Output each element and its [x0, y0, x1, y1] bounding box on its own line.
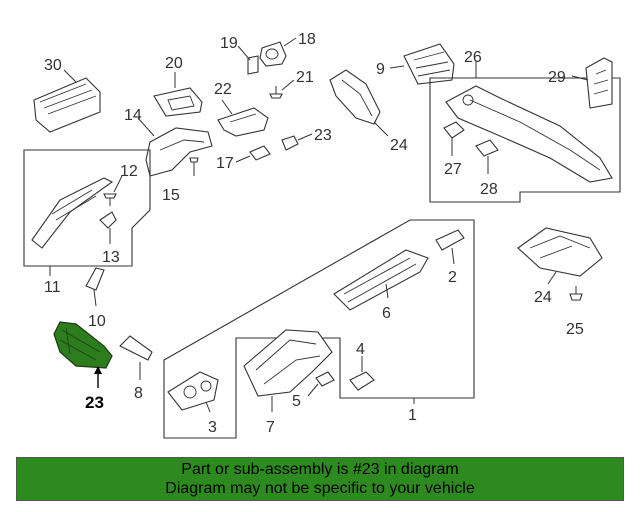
callout-17[interactable]: 22	[214, 81, 232, 98]
callout-4[interactable]: 4	[356, 341, 365, 358]
part-7-shape[interactable]	[243, 329, 333, 397]
callout-18[interactable]: 17	[216, 155, 234, 172]
callout-28[interactable]: 27	[444, 161, 462, 178]
part-26-shape[interactable]	[569, 286, 583, 301]
callout-20[interactable]: 21	[296, 69, 314, 86]
info-banner: Part or sub-assembly is #23 in diagram D…	[16, 457, 624, 501]
callout-14[interactable]: 14	[124, 107, 142, 124]
part-29-shape[interactable]	[475, 139, 499, 157]
callout-19[interactable]: 18	[298, 31, 316, 48]
part-24-shape[interactable]	[329, 69, 381, 125]
callout-6[interactable]: 6	[382, 305, 391, 322]
banner-line-2: Diagram may not be specific to your vehi…	[165, 480, 475, 497]
callout-22[interactable]: 23	[314, 127, 332, 144]
parts-diagram: 30 20 19 18 21 22 23 17 14	[23, 31, 621, 439]
part-28-shape[interactable]	[443, 121, 465, 139]
part-4-shape[interactable]	[349, 371, 375, 391]
part-15-shape[interactable]	[189, 157, 199, 176]
callout-8[interactable]: 8	[134, 385, 143, 402]
part-13-shape[interactable]	[99, 211, 117, 229]
callout-9[interactable]: 9	[376, 61, 385, 78]
part-11-shape[interactable]	[31, 177, 114, 249]
part-25-shape[interactable]	[517, 227, 603, 277]
part-21-shape[interactable]	[247, 55, 259, 75]
callout-5[interactable]: 5	[292, 393, 301, 410]
part-17-shape[interactable]	[217, 107, 269, 137]
part-19-shape[interactable]	[259, 41, 287, 67]
callout-29[interactable]: 28	[480, 181, 498, 198]
part-18-shape[interactable]	[249, 145, 271, 161]
callout-2[interactable]: 2	[448, 269, 457, 286]
callout-10[interactable]: 10	[88, 313, 106, 330]
callout-13[interactable]: 13	[102, 249, 120, 266]
callout-27[interactable]: 26	[464, 49, 482, 66]
group-27-frame	[429, 77, 621, 203]
part-8-shape[interactable]	[119, 335, 153, 361]
callout-21[interactable]: 19	[220, 35, 238, 52]
part-10-shape[interactable]	[85, 267, 105, 291]
group-11-frame	[23, 149, 151, 267]
part-6-shape[interactable]	[333, 249, 429, 311]
part-9-shape[interactable]	[403, 43, 455, 85]
part-30-shape[interactable]	[585, 57, 613, 109]
part-23-shape[interactable]	[53, 321, 113, 369]
part-3-shape[interactable]	[167, 371, 219, 411]
part-5-shape[interactable]	[315, 371, 335, 387]
callout-1[interactable]: 1	[408, 407, 417, 424]
part-31-shape[interactable]	[33, 77, 101, 133]
callout-11[interactable]: 11	[44, 279, 61, 296]
part-2-shape[interactable]	[435, 229, 465, 251]
callout-26[interactable]: 25	[566, 321, 584, 338]
callout-23[interactable]: 23	[85, 393, 104, 412]
callout-31[interactable]: 30	[44, 57, 62, 74]
callout-24[interactable]: 24	[390, 137, 408, 154]
callout-30[interactable]: 29	[548, 69, 566, 86]
part-27-shape[interactable]	[445, 85, 613, 183]
callout-15[interactable]: 15	[162, 187, 180, 204]
callout-12[interactable]: 12	[120, 163, 138, 180]
part-14-shape[interactable]	[145, 127, 213, 177]
part-20-shape[interactable]	[269, 86, 283, 99]
group-1-frame	[163, 219, 475, 439]
callout-3[interactable]: 3	[208, 419, 217, 436]
callout-7[interactable]: 7	[266, 419, 275, 436]
callout-25[interactable]: 24	[534, 289, 552, 306]
part-16-shape[interactable]	[153, 87, 203, 117]
banner-line-1: Part or sub-assembly is #23 in diagram	[181, 461, 459, 478]
part-12-shape[interactable]	[103, 193, 117, 206]
part-22-shape[interactable]	[281, 135, 299, 151]
callout-16[interactable]: 20	[165, 55, 183, 72]
